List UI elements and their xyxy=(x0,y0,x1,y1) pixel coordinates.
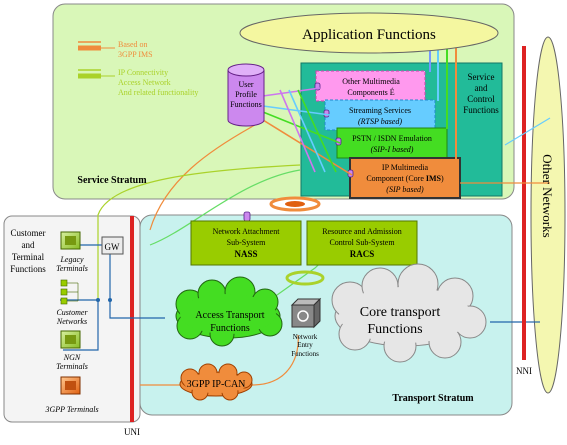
nass-box xyxy=(190,220,302,266)
nass-label-2: Sub-System xyxy=(227,238,266,247)
network-entry-label-3: Functions xyxy=(291,350,319,358)
legacy-label-1: Legacy xyxy=(59,255,84,264)
core-transport-fill xyxy=(339,287,471,343)
customer-title-1: Customer xyxy=(11,228,46,238)
legend-ip-label-1: IP Connectivity xyxy=(118,68,168,77)
ipcan-label: 3GPP IP-CAN xyxy=(187,379,246,390)
legend-ims-label-2: 3GPP IMS xyxy=(118,50,153,59)
ims-label-3: (SIP based) xyxy=(386,185,424,194)
service-control-label-2: and xyxy=(475,83,488,93)
pstn-label-2: (SIP-I based) xyxy=(371,145,414,154)
nni-label: NNI xyxy=(516,366,532,376)
access-transport-label-2: Functions xyxy=(210,323,250,334)
customer-title-3: Terminal xyxy=(12,252,45,262)
racs-label-2: Control Sub-System xyxy=(329,238,395,247)
uni-label: UNI xyxy=(124,427,140,437)
network-entry-label-1: Network xyxy=(293,333,318,341)
customer-panel xyxy=(3,215,141,423)
streaming-label-1: Streaming Services xyxy=(349,106,411,115)
ims-label-2c: ) xyxy=(441,174,444,183)
other-networks-ellipse xyxy=(530,36,566,394)
ims-box xyxy=(349,157,461,199)
network-entry-label-2: Entry xyxy=(297,341,313,349)
legacy-label-2: Terminals xyxy=(56,264,88,273)
ims-connector-inner xyxy=(285,201,305,207)
customer-networks-label-1: Customer xyxy=(56,308,88,317)
core-transport-label-2: Functions xyxy=(367,322,422,337)
racs-label-3: RACS xyxy=(350,249,375,259)
gpp-terminal-icon xyxy=(60,376,81,395)
service-control-label-3: Control xyxy=(467,94,495,104)
streaming-label-2: (RTSP based) xyxy=(358,117,402,126)
network-entry-cube xyxy=(290,297,322,329)
customer-networks-label-2: Networks xyxy=(56,317,87,326)
access-transport-label-1: Access Transport xyxy=(195,310,264,321)
transport-stratum-title: Transport Stratum xyxy=(392,393,474,404)
service-control-links xyxy=(262,87,353,176)
racs-box xyxy=(306,220,418,266)
legend-ip-label-2: Access Network xyxy=(118,78,171,87)
service-control-label-1: Service xyxy=(468,72,495,82)
customer-title-2: and xyxy=(22,240,35,250)
core-transport-label-1: Core transport xyxy=(360,305,441,320)
nni-bar xyxy=(522,46,526,360)
transport-connector-ellipse xyxy=(285,270,325,286)
legend-ims-label-1: Based on xyxy=(118,40,148,49)
gw-label: GW xyxy=(105,242,120,252)
user-profile-cylinder xyxy=(227,63,265,127)
legacy-terminal-icon xyxy=(60,231,81,250)
user-profile-label-3: Functions xyxy=(230,100,262,109)
ims-label-1: IP Multimedia xyxy=(382,163,429,172)
nass-connector xyxy=(243,211,251,222)
nass-label-3: NASS xyxy=(234,249,257,259)
other-multimedia-label-1: Other Multimedia xyxy=(342,77,400,86)
junction-dots xyxy=(96,298,112,302)
customer-networks-icon xyxy=(60,279,79,305)
customer-title-4: Functions xyxy=(10,264,46,274)
gpp-label: 3GPP Terminals xyxy=(44,405,98,414)
ngn-label-1: NGN xyxy=(63,353,81,362)
legend-ip-label-3: And related functionality xyxy=(118,88,198,97)
gw-box xyxy=(101,236,124,255)
application-functions-ellipse xyxy=(239,12,499,54)
ims-label-2a: Component (Core xyxy=(366,174,426,183)
service-control-label-4: Functions xyxy=(463,105,499,115)
other-networks-label: Other Networks xyxy=(540,154,555,237)
racs-label-1: Resource and Admission xyxy=(322,227,402,236)
other-multimedia-label-2: Components É xyxy=(347,87,394,97)
application-functions-label: Application Functions xyxy=(302,27,436,43)
user-profile-label-2: Profile xyxy=(235,90,257,99)
uni-bar xyxy=(130,216,134,422)
ipcan-fill xyxy=(184,373,248,393)
service-stratum-title: Service Stratum xyxy=(77,175,147,186)
pstn-label-1: PSTN / ISDN Emulation xyxy=(352,134,432,143)
legend: Based on 3GPP IMS IP Connectivity Access… xyxy=(78,40,198,97)
access-transport-fill xyxy=(180,294,276,334)
backbone-lines xyxy=(60,117,551,386)
nass-label-1: Network Attachment xyxy=(213,227,281,236)
ims-label-2b: IMS xyxy=(426,174,442,183)
ims-label-2: Component (Core IMS) xyxy=(366,174,444,183)
ngn-label-2: Terminals xyxy=(56,362,88,371)
ngn-terminal-icon xyxy=(60,330,81,349)
user-profile-label-1: User xyxy=(238,80,253,89)
ims-connector-ellipse xyxy=(269,196,321,212)
pstn-box xyxy=(336,127,448,159)
